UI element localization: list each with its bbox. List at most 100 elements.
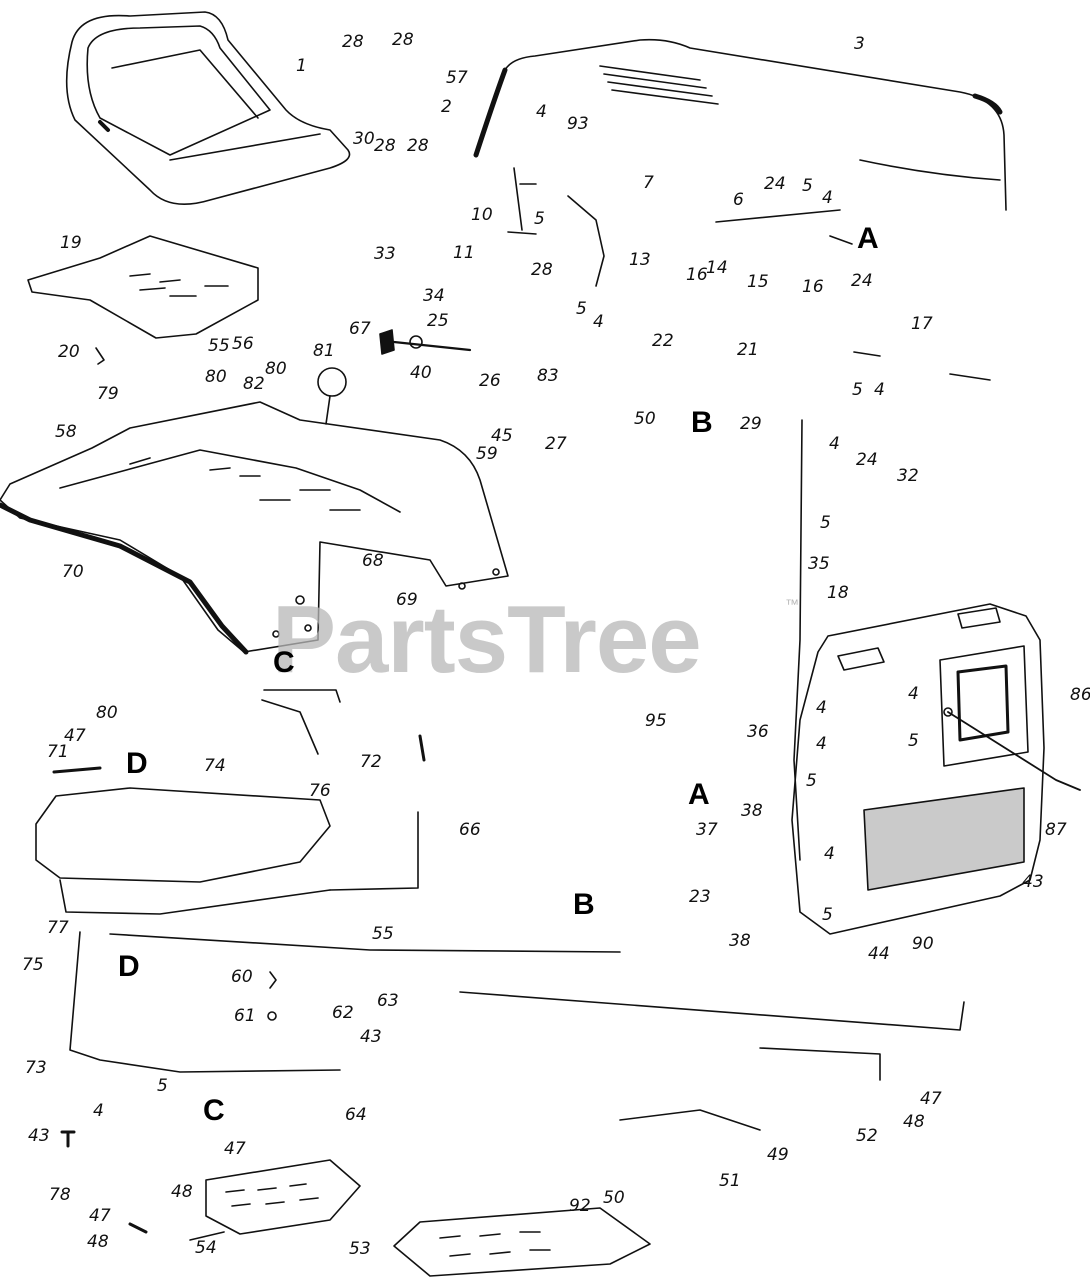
part-reference-number: 6: [733, 190, 744, 210]
part-reference-number: 68: [362, 551, 384, 571]
part-reference-number: 2: [441, 97, 452, 117]
part-reference-number: 13: [629, 250, 651, 270]
part-reference-number: 23: [689, 887, 711, 907]
part-reference-number: 18: [827, 583, 849, 603]
part-reference-number: 35: [808, 554, 830, 574]
steering-shaft-part: [507, 167, 991, 861]
section-marker-letter: C: [203, 1094, 225, 1127]
trademark-mark: ™: [785, 596, 799, 612]
part-reference-number: 24: [851, 271, 873, 291]
part-reference-number: 27: [545, 434, 567, 454]
part-reference-number: 80: [265, 359, 287, 379]
part-reference-number: 48: [903, 1112, 925, 1132]
part-reference-number: 5: [802, 176, 813, 196]
part-reference-number: 72: [360, 752, 382, 772]
front-plate-part: [35, 689, 419, 915]
part-reference-number: 19: [60, 233, 82, 253]
part-reference-number: 64: [345, 1105, 367, 1125]
part-reference-number: 54: [195, 1238, 217, 1258]
part-reference-number: 5: [822, 905, 833, 925]
part-reference-number: 67: [349, 319, 371, 339]
section-marker-letter: D: [118, 950, 140, 983]
part-reference-number: 34: [423, 286, 445, 306]
part-reference-number: 87: [1045, 820, 1067, 840]
part-reference-number: 14: [706, 258, 728, 278]
part-reference-number: 4: [816, 698, 827, 718]
part-reference-number: 28: [407, 136, 429, 156]
part-reference-number: 21: [737, 340, 759, 360]
part-reference-number: 15: [747, 272, 769, 292]
part-reference-number: 82: [243, 374, 265, 394]
section-marker-letter: C: [273, 646, 295, 679]
part-reference-number: 1: [296, 56, 307, 76]
part-reference-number: 30: [353, 129, 375, 149]
part-reference-number: 40: [410, 363, 432, 383]
part-reference-number: 45: [491, 426, 513, 446]
part-reference-number: 43: [1022, 872, 1044, 892]
part-reference-number: 7: [643, 173, 654, 193]
part-reference-number: 73: [25, 1058, 47, 1078]
part-reference-number: 43: [360, 1027, 382, 1047]
part-reference-number: 37: [696, 820, 718, 840]
part-reference-number: 70: [62, 562, 84, 582]
knob-part: [317, 367, 347, 425]
part-reference-number: 81: [313, 341, 335, 361]
part-reference-number: 52: [856, 1126, 878, 1146]
part-reference-number: 38: [741, 801, 763, 821]
part-reference-number: 79: [97, 384, 119, 404]
section-marker-letter: B: [691, 406, 713, 439]
part-reference-number: 32: [897, 466, 919, 486]
part-reference-number: 93: [567, 114, 589, 134]
part-reference-number: 17: [911, 314, 933, 334]
part-reference-number: 47: [64, 726, 86, 746]
part-reference-number: 5: [534, 209, 545, 229]
part-reference-number: 90: [912, 934, 934, 954]
part-reference-number: 4: [824, 844, 835, 864]
part-reference-number: 28: [342, 32, 364, 52]
part-reference-number: 76: [309, 781, 331, 801]
part-reference-number: 43: [28, 1126, 50, 1146]
part-reference-number: 58: [55, 422, 77, 442]
part-reference-number: 47: [89, 1206, 111, 1226]
hardware-part: [52, 734, 426, 1234]
part-reference-number: 11: [453, 243, 475, 263]
part-reference-number: 4: [874, 380, 885, 400]
part-reference-number: 16: [686, 265, 708, 285]
part-reference-number: 66: [459, 820, 481, 840]
part-reference-number: 80: [205, 367, 227, 387]
part-reference-number: 4: [593, 312, 604, 332]
part-reference-number: 5: [806, 771, 817, 791]
part-reference-number: 61: [234, 1006, 256, 1026]
part-reference-number: 4: [829, 434, 840, 454]
part-reference-number: 44: [868, 944, 890, 964]
part-reference-number: 48: [171, 1182, 193, 1202]
part-reference-number: 55: [372, 924, 394, 944]
part-reference-number: 28: [531, 260, 553, 280]
part-reference-number: 50: [634, 409, 656, 429]
part-reference-number: 75: [22, 955, 44, 975]
part-reference-number: 74: [204, 756, 226, 776]
part-reference-number: 25: [427, 311, 449, 331]
section-marker-letter: A: [857, 222, 879, 255]
part-reference-number: 4: [816, 734, 827, 754]
part-reference-number: 86: [1070, 685, 1090, 705]
part-reference-number: 80: [96, 703, 118, 723]
part-reference-number: 95: [645, 711, 667, 731]
part-reference-number: 22: [652, 331, 674, 351]
seat-part: [65, 11, 351, 206]
part-reference-number: 16: [802, 277, 824, 297]
part-reference-number: 83: [537, 366, 559, 386]
part-reference-number: 69: [396, 590, 418, 610]
part-reference-number: 38: [729, 931, 751, 951]
part-reference-number: 50: [603, 1188, 625, 1208]
section-marker-letter: B: [573, 888, 595, 921]
part-reference-number: 36: [747, 722, 769, 742]
part-reference-number: 5: [157, 1076, 168, 1096]
part-reference-number: 49: [767, 1145, 789, 1165]
part-reference-number: 53: [349, 1239, 371, 1259]
part-reference-number: 29: [740, 414, 762, 434]
part-reference-number: 78: [49, 1185, 71, 1205]
part-reference-number: 47: [920, 1089, 942, 1109]
